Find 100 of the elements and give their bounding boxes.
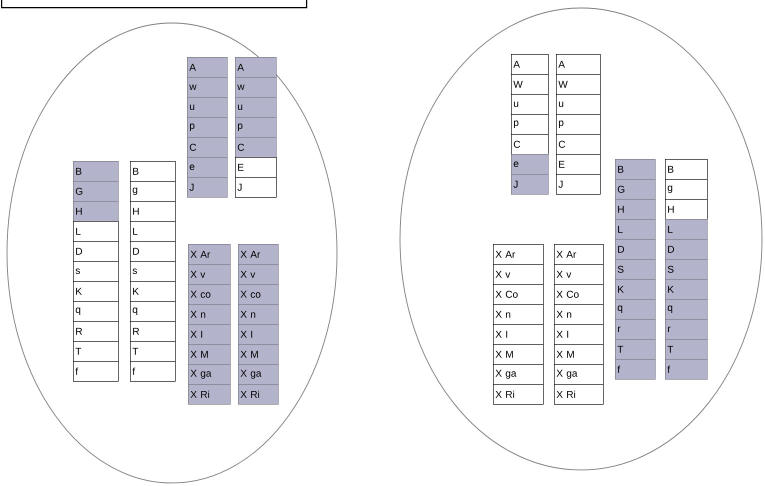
list-cell: X n [493,304,544,325]
list-cell: J [187,176,228,198]
list-cell: f [73,360,119,382]
list-cell: S [665,258,708,280]
list-cell: L [665,218,708,240]
list-cell: p [556,114,601,135]
list-cell: p [235,116,277,138]
list-cell: T [73,340,119,362]
list-cell: H [615,198,656,220]
list-cell: H [73,200,119,222]
list-cell: X v [493,264,544,285]
frame-box [1,0,308,8]
list-cell: X Ri [493,384,544,405]
list-cell: H [665,198,708,220]
list-cell: u [235,96,277,118]
list-cell: X ga [493,364,544,385]
list-cell: w [235,76,277,98]
list-cell: B [615,158,656,180]
list-cell: s [73,260,119,282]
list-cell: J [235,176,277,198]
list-cell: X Co [554,284,604,305]
list-cell: u [511,94,549,115]
list-cell: T [130,340,176,362]
list-cell: X v [238,264,279,285]
list-cell: C [511,134,549,155]
list-cell: T [665,338,708,360]
list-cell: g [130,180,176,202]
list-cell: R [130,320,176,342]
list-cell: e [187,156,228,178]
list-cell: X M [238,344,279,365]
list-cell: L [130,220,176,242]
list-cell: E [556,154,601,175]
list-cell: W [556,74,601,95]
list-cell: H [130,200,176,222]
list-cell: E [235,156,277,178]
list-cell: g [665,178,708,200]
list-cell: X I [238,324,279,345]
list-cell: L [73,220,119,242]
list-cell: u [556,94,601,115]
list-cell: A [187,56,228,78]
list-cell: X n [238,304,279,325]
list-cell: X co [238,284,279,305]
list-cell: f [130,360,176,382]
list-cell: q [73,300,119,322]
list-cell: s [130,260,176,282]
list-cell: X M [554,344,604,365]
list-cell: X Ar [188,244,231,265]
list-cell: X Ar [554,244,604,265]
group-ellipse [6,22,338,484]
list-cell: S [615,258,656,280]
list-cell: B [130,160,176,182]
list-cell: G [73,180,119,202]
list-cell: X ga [188,364,231,385]
list-cell: X Ar [238,244,279,265]
list-cell: X I [493,324,544,345]
list-cell: B [665,158,708,180]
list-cell: L [615,218,656,240]
list-cell: X I [554,324,604,345]
list-cell: q [665,298,708,320]
list-cell: X v [554,264,604,285]
list-cell: R [73,320,119,342]
list-cell: p [511,114,549,135]
list-cell: D [615,238,656,260]
list-cell: K [130,280,176,302]
list-cell: q [615,298,656,320]
list-cell: C [235,136,277,158]
list-cell: X Ar [493,244,544,265]
list-cell: X ga [238,364,279,385]
list-cell: f [665,358,708,380]
list-cell: D [73,240,119,262]
list-cell: w [187,76,228,98]
list-cell: X n [554,304,604,325]
list-cell: J [511,174,549,195]
list-cell: K [73,280,119,302]
list-cell: W [511,74,549,95]
list-cell: q [130,300,176,322]
list-cell: B [73,160,119,182]
list-cell: X Ri [188,384,231,405]
list-cell: A [556,54,601,75]
list-cell: G [615,178,656,200]
list-cell: p [187,116,228,138]
list-cell: J [556,174,601,195]
list-cell: X v [188,264,231,285]
list-cell: C [187,136,228,158]
list-cell: X Ri [238,384,279,405]
list-cell: X M [188,344,231,365]
list-cell: D [665,238,708,260]
list-cell: C [556,134,601,155]
list-cell: r [665,318,708,340]
list-cell: A [235,56,277,78]
group-ellipse [400,8,762,470]
list-cell: X I [188,324,231,345]
list-cell: A [511,54,549,75]
list-cell: X Ri [554,384,604,405]
list-cell: r [615,318,656,340]
list-cell: X M [493,344,544,365]
list-cell: X Co [493,284,544,305]
list-cell: f [615,358,656,380]
list-cell: e [511,154,549,175]
list-cell: K [665,278,708,300]
